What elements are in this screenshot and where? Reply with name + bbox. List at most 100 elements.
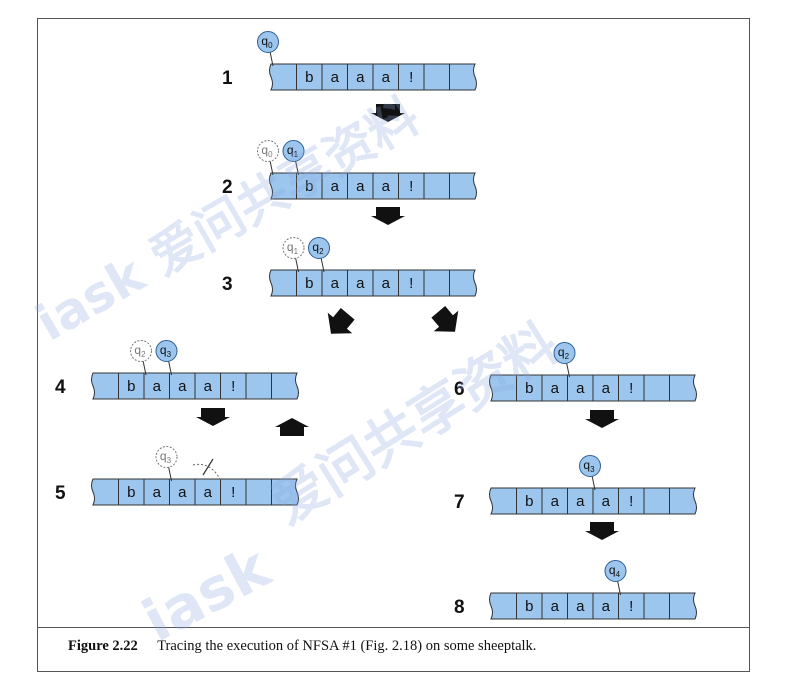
tape-symbol: ! (409, 178, 413, 195)
branch-arrow-shape (431, 306, 459, 332)
state-pointer (320, 257, 325, 273)
branch-arrow-shape (327, 308, 355, 334)
tape-symbol: a (602, 380, 611, 397)
state-pointer (566, 362, 570, 378)
step-number: 3 (222, 274, 233, 295)
state-label: q0 (261, 34, 273, 50)
tape-symbol: b (127, 378, 135, 395)
tape-symbol: a (331, 178, 340, 195)
tape-symbol: a (356, 178, 365, 195)
tape-symbol: ! (409, 69, 413, 86)
tape-symbol: a (382, 275, 391, 292)
tape-symbol: b (525, 493, 533, 510)
down-arrow (371, 104, 405, 122)
tape-symbol: ! (231, 378, 235, 395)
tape-symbol: b (127, 484, 135, 501)
state-label: q0 (261, 143, 273, 159)
figure-caption: Figure 2.22 Tracing the execution of NFS… (68, 638, 536, 655)
step-number: 8 (454, 597, 465, 618)
tape-symbol: a (178, 378, 187, 395)
state-node (155, 340, 178, 362)
state-pointer (295, 160, 299, 176)
tape-symbol: a (382, 178, 391, 195)
tape-symbol: ! (629, 493, 633, 510)
step-number: 5 (55, 483, 66, 504)
down-arrow (196, 408, 230, 426)
tape-symbol: ! (629, 598, 633, 615)
state-pointer (617, 580, 621, 596)
tape-symbol: a (602, 493, 611, 510)
state-label: q3 (160, 449, 172, 465)
tape-symbol: a (382, 69, 391, 86)
tape-symbol: b (525, 380, 533, 397)
state-node (155, 446, 178, 468)
branch-arrow (431, 306, 459, 332)
tape-symbol: ! (231, 484, 235, 501)
state-label: q2 (558, 345, 570, 361)
branch-arrow (327, 308, 355, 334)
state-pointer (295, 257, 299, 273)
state-node (579, 455, 601, 477)
tape-symbol: a (331, 275, 340, 292)
tape-symbol: a (551, 380, 560, 397)
tape-symbol: a (576, 598, 585, 615)
state-pointer (269, 160, 274, 176)
state-label: q2 (134, 343, 146, 359)
state-pointer (168, 466, 172, 482)
tape-symbol: a (576, 493, 585, 510)
figure-frame (37, 18, 750, 672)
tape-symbol: a (356, 275, 365, 292)
step-number: 4 (55, 377, 66, 398)
state-label: q4 (609, 563, 621, 579)
tape-symbol: ! (409, 275, 413, 292)
tape-symbol: a (602, 598, 611, 615)
state-pointer (591, 475, 596, 491)
tape-symbol: b (305, 178, 313, 195)
state-node (604, 560, 627, 582)
state-node (282, 237, 305, 259)
tape-symbol: b (525, 598, 533, 615)
state-label: q3 (583, 458, 595, 474)
state-pointer (142, 360, 147, 376)
tape-symbol: a (551, 493, 560, 510)
figure-caption-text: Tracing the execution of NFSA #1 (Fig. 2… (157, 638, 537, 654)
state-node (553, 342, 576, 364)
blocked-mark (202, 458, 214, 476)
caption-divider (38, 627, 749, 628)
tape-symbol: b (305, 275, 313, 292)
tape-symbol: a (551, 598, 560, 615)
state-node (308, 237, 330, 259)
tape-symbol: a (356, 69, 365, 86)
tape-symbol: a (153, 378, 162, 395)
state-node (257, 140, 279, 162)
tape-symbol: a (331, 69, 340, 86)
tape-symbol: a (153, 484, 162, 501)
state-node (282, 140, 305, 162)
tape-symbol: a (204, 378, 213, 395)
down-arrow (585, 522, 619, 540)
state-node (257, 31, 279, 53)
tape-symbol: a (178, 484, 187, 501)
state-label: q1 (287, 240, 299, 256)
step-number: 1 (222, 68, 233, 89)
state-label: q2 (312, 240, 324, 256)
figure-label: Figure 2.22 (68, 638, 138, 654)
failed-transition (192, 463, 222, 482)
state-pointer (168, 360, 172, 376)
state-label: q1 (287, 143, 299, 159)
tape-symbol: a (204, 484, 213, 501)
state-node (130, 340, 152, 362)
tape-symbol: a (576, 380, 585, 397)
step-number: 7 (454, 492, 465, 513)
step-number: 6 (454, 379, 465, 400)
state-label: q3 (160, 343, 172, 359)
